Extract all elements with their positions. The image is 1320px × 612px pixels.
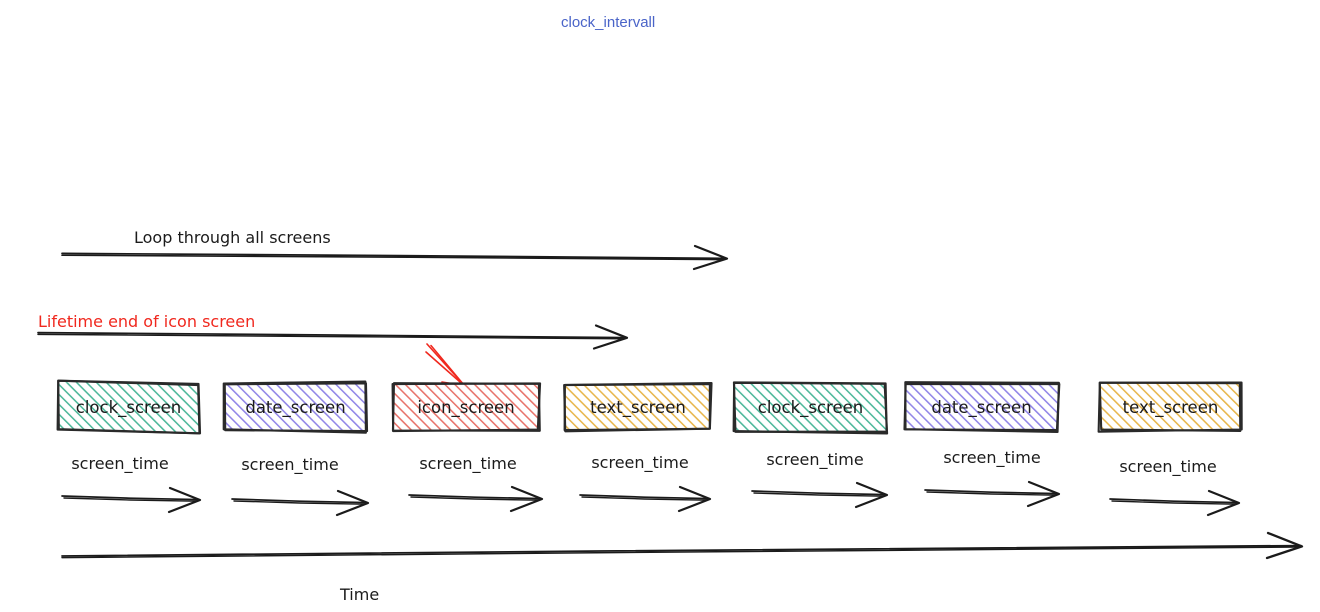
screen-box-label: text_screen [1123, 398, 1219, 418]
screen-time-arrow-5: screen_time [925, 448, 1059, 506]
screen-time-label: screen_time [591, 453, 688, 473]
screen-time-arrow-6: screen_time [1110, 457, 1239, 515]
screen-box-date-screen-5[interactable]: date_screen [904, 382, 1059, 432]
screen-time-arrow-3: screen_time [580, 453, 710, 511]
screen-time-label: screen_time [943, 448, 1040, 468]
screen-box-label: icon_screen [417, 398, 514, 418]
red-pointer-shaft-2 [431, 346, 464, 386]
screen-time-label: screen_time [419, 454, 516, 474]
loop-through-all-screens-annotation: Loop through all screens [62, 228, 727, 269]
screen-box-label: clock_screen [758, 398, 863, 418]
icon-screen-pointer-arrow [426, 344, 464, 386]
screen-time-label: screen_time [1119, 457, 1216, 477]
time-axis-shaft-2 [62, 547, 1299, 558]
screen-box-text-screen-3[interactable]: text_screen [564, 383, 711, 431]
screen-box-label: clock_screen [76, 398, 181, 418]
screen-box-text-screen-6[interactable]: text_screen [1099, 382, 1242, 432]
screen-time-arrow-2: screen_time [409, 454, 542, 511]
screen-boxes-group: clock_screen date_screen icon_screen text_s… [58, 381, 1242, 434]
time-axis-label: Time [339, 585, 379, 604]
time-axis-shaft [62, 546, 1301, 556]
screen-box-label: date_screen [931, 398, 1031, 418]
screen-time-arrow-1: screen_time [232, 455, 368, 515]
screen-time-arrows-group: screen_time screen_time screen_time screen_… [62, 448, 1239, 515]
screen-box-clock-screen-0[interactable]: clock_screen [58, 381, 200, 434]
screen-time-arrow-4: screen_time [752, 450, 887, 507]
screen-time-label: screen_time [241, 455, 338, 475]
loop-label: Loop through all screens [134, 228, 331, 247]
lifetime-end-annotation: Lifetime end of icon screen [38, 312, 627, 349]
red-pointer-head [426, 352, 464, 386]
screen-box-date-screen-1[interactable]: date_screen [224, 382, 367, 433]
time-axis: Time [62, 533, 1302, 604]
lifetime-label: Lifetime end of icon screen [38, 312, 255, 331]
screen-time-label: screen_time [766, 450, 863, 470]
screen-box-clock-screen-4[interactable]: clock_screen [734, 382, 887, 433]
screen-box-label: text_screen [590, 398, 686, 418]
screen-box-label: date_screen [245, 398, 345, 418]
screen-time-label: screen_time [71, 454, 168, 474]
screen-time-arrow-0: screen_time [62, 454, 200, 512]
screen-box-icon-screen-2[interactable]: icon_screen [393, 383, 540, 431]
